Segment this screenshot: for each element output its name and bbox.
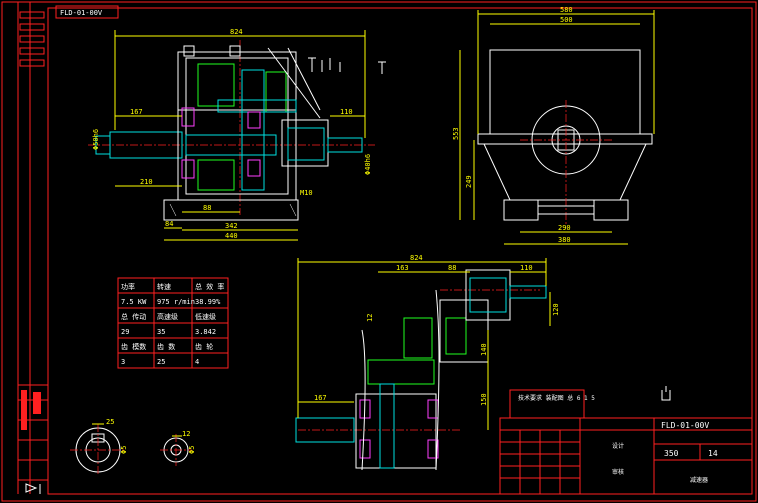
- front-view-dims: 824 167 110 210 88 84 342 440 Φ50h6 Φ40h…: [92, 28, 372, 241]
- plan-view-dims: 824 163 88 110 167 12 140 150 120: [297, 254, 560, 430]
- dim-plan-a: 163: [396, 264, 409, 272]
- dim-key-a-dia: Φ5: [120, 446, 128, 454]
- dim-front-base-left: 210: [140, 178, 153, 186]
- drawing-scale: 350: [664, 449, 679, 458]
- dim-side-outer: 580: [560, 6, 573, 14]
- detail-key-b: 12 Φ5: [160, 430, 196, 466]
- corner-markers: [25, 483, 41, 494]
- left-margin-strip: [18, 11, 48, 461]
- param-cell: 975 r/min: [157, 298, 195, 306]
- bolt-parts: [308, 57, 386, 74]
- dim-front-base-c: 440: [225, 232, 238, 240]
- param-cell: 齿 数: [157, 342, 175, 351]
- drawing-number: FLD-01-00V: [661, 421, 709, 430]
- dim-front-base-a: 84: [165, 220, 173, 228]
- dim-side-foot-span: 290: [558, 224, 571, 232]
- dim-key-a-width: 25: [106, 418, 114, 426]
- param-cell: 38.99%: [195, 298, 221, 306]
- dim-side-inner: 500: [560, 16, 573, 24]
- dim-plan-overall: 824: [410, 254, 423, 262]
- dim-plan-g: 150: [480, 393, 488, 406]
- detail-key-a: 25 Φ5: [70, 418, 128, 476]
- param-cell: 齿 轮: [195, 342, 213, 351]
- side-view: [477, 49, 653, 225]
- dim-plan-h: 120: [552, 303, 560, 316]
- dim-front-right: 110: [340, 108, 353, 116]
- dim-plan-c: 110: [520, 264, 533, 272]
- dim-front-thread: M10: [300, 189, 313, 197]
- dim-key-b-width: 12: [182, 430, 190, 438]
- param-cell: 4: [195, 358, 199, 366]
- param-cell: 3.842: [195, 328, 216, 336]
- dim-side-center: 249: [465, 175, 473, 188]
- title-part-name: 减速器: [690, 476, 708, 484]
- dim-side-height: 553: [452, 127, 460, 140]
- side-view-dims: 580 500 553 249 290 380: [452, 6, 655, 245]
- param-cell: 3: [121, 358, 125, 366]
- dim-front-dia-right: Φ40h6: [364, 154, 372, 175]
- param-cell: 高速级: [157, 312, 178, 321]
- param-cell: 29: [121, 328, 129, 336]
- dim-front-base-b: 342: [225, 222, 238, 230]
- dim-front-left: 167: [130, 108, 143, 116]
- dim-plan-f: 140: [480, 343, 488, 356]
- top-left-stamp: FLD-01-00V: [55, 5, 119, 19]
- param-cell: 低速级: [195, 312, 216, 321]
- param-cell: 总 传动: [121, 312, 146, 321]
- param-cell: 转速: [157, 282, 171, 291]
- dim-front-overall: 824: [230, 28, 243, 36]
- dim-plan-d: 167: [314, 394, 327, 402]
- dim-side-foot-overall: 380: [558, 236, 571, 244]
- tech-note: 技术要求 装配图 总 6 1 5: [518, 394, 595, 402]
- dim-plan-e: 12: [366, 314, 374, 322]
- dim-front-base-mid: 88: [203, 204, 211, 212]
- dim-front-dia-left: Φ50h6: [92, 129, 100, 150]
- param-cell: 25: [157, 358, 165, 366]
- title-design-label: 设计: [612, 442, 624, 450]
- stamp-label: FLD-01-00V: [60, 9, 103, 17]
- front-view: [88, 40, 375, 221]
- title-check-label: 审核: [612, 468, 624, 476]
- dim-plan-b: 88: [448, 264, 456, 272]
- param-cell: 功率: [121, 282, 135, 291]
- drawing-sheet: 14: [708, 449, 718, 458]
- plan-view: [295, 269, 547, 471]
- param-cell: 7.5 KW: [121, 298, 147, 306]
- title-block: FLD-01-00V 350 14 设计 审核 减速器 技术要求 装配图 总 6…: [499, 386, 753, 495]
- param-cell: 35: [157, 328, 165, 336]
- param-cell: 总 效 率: [195, 282, 224, 291]
- param-cell: 齿 模数: [121, 342, 146, 351]
- dim-key-b-dia: Φ5: [188, 446, 196, 454]
